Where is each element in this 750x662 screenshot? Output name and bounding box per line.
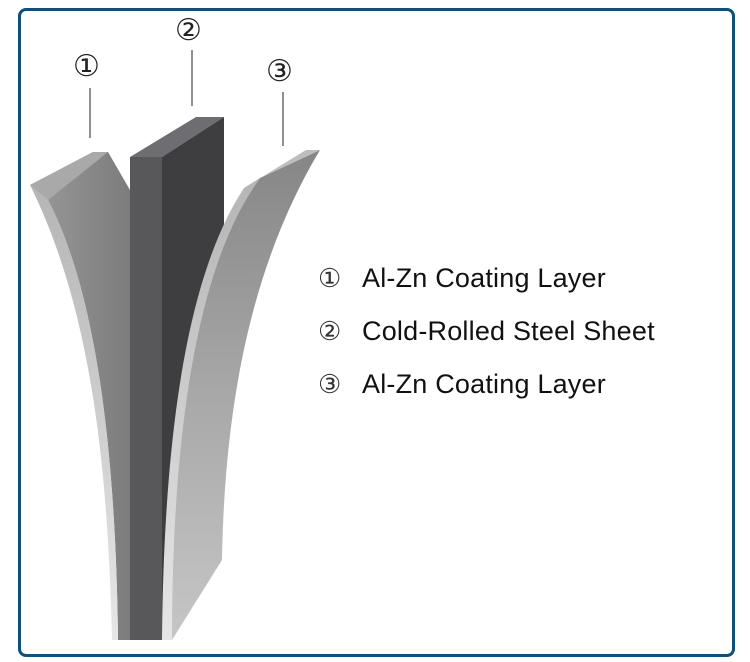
legend-number: ① (318, 263, 342, 294)
left-coating-layer (30, 152, 130, 640)
callout-3: ③ (266, 54, 293, 89)
diagram-frame (18, 8, 735, 657)
steel-top (130, 117, 224, 157)
legend-label: Al-Zn Coating Layer (362, 263, 606, 293)
left-coating-edge (30, 185, 118, 640)
left-coating-top (30, 152, 108, 200)
legend-label: Al-Zn Coating Layer (362, 369, 606, 399)
callout-2: ② (175, 13, 202, 48)
right-coating-edge (162, 178, 260, 640)
legend: ① Al-Zn Coating Layer ② Cold-Rolled Stee… (318, 252, 655, 411)
legend-item-al-zn-bottom: ③ Al-Zn Coating Layer (318, 358, 655, 411)
legend-label: Cold-Rolled Steel Sheet (362, 316, 655, 346)
legend-number: ③ (318, 369, 342, 400)
legend-item-steel: ② Cold-Rolled Steel Sheet (318, 305, 655, 358)
legend-item-al-zn-top: ① Al-Zn Coating Layer (318, 252, 655, 305)
callout-1: ① (73, 49, 100, 84)
steel-front (130, 157, 162, 640)
legend-number: ② (318, 316, 342, 347)
right-coating-face (168, 150, 320, 640)
